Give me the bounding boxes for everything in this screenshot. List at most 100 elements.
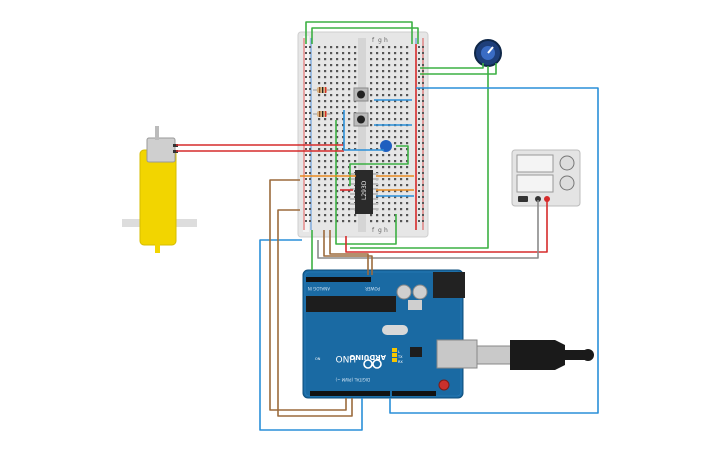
breadboard-hole <box>388 58 391 61</box>
breadboard-hole <box>406 136 409 139</box>
wire-brown[interactable] <box>277 209 353 417</box>
dc-gear-motor-icon[interactable] <box>122 126 197 253</box>
breadboard-hole <box>336 166 339 169</box>
breadboard-hole <box>342 94 345 97</box>
breadboard-hole <box>406 88 409 91</box>
wire-green[interactable] <box>349 145 409 186</box>
breadboard-hole <box>336 178 339 181</box>
breadboard-hole <box>348 52 351 55</box>
breadboard-hole <box>370 70 373 73</box>
wire-red[interactable] <box>345 200 548 253</box>
breadboard-hole <box>370 136 373 139</box>
breadboard-hole <box>348 46 351 49</box>
breadboard-hole <box>406 100 409 103</box>
breadboard-hole <box>324 106 327 109</box>
breadboard-hole <box>400 178 403 181</box>
wire-green[interactable] <box>420 63 484 69</box>
wire-green[interactable] <box>350 66 489 249</box>
wire-blue[interactable] <box>343 110 384 151</box>
potentiometer-icon[interactable] <box>474 39 502 67</box>
breadboard-hole <box>318 190 321 193</box>
breadboard-hole <box>394 166 397 169</box>
breadboard-hole <box>400 136 403 139</box>
breadboard-hole <box>394 172 397 175</box>
breadboard-hole <box>336 76 339 79</box>
breadboard-hole <box>376 196 379 199</box>
motor-driver-ic[interactable]: L293D <box>350 170 378 214</box>
arduino-uno-board[interactable]: ARDUINO UNO ANALOG IN POWER DIGITAL (PWM… <box>302 269 478 399</box>
capacitor-icon[interactable] <box>380 140 392 152</box>
rail-hole <box>422 202 424 204</box>
wire-brown[interactable] <box>323 230 373 275</box>
resistor-icon[interactable] <box>313 111 331 117</box>
breadboard-hole <box>394 118 397 121</box>
rail-hole <box>422 214 424 216</box>
breadboard-hole <box>394 58 397 61</box>
wire-green[interactable] <box>305 21 413 44</box>
breadboard-hole <box>388 196 391 199</box>
digital-pwm-label: DIGITAL (PWM ~) <box>335 377 370 382</box>
arduino-logo-text: ARDUINO <box>349 353 386 361</box>
breadboard-hole <box>354 106 357 109</box>
breadboard-hole <box>336 46 339 49</box>
breadboard-hole <box>406 70 409 73</box>
rail-hole <box>305 70 307 72</box>
breadboard-hole <box>400 46 403 49</box>
breadboard-hole <box>394 88 397 91</box>
breadboard[interactable]: f g h f g h <box>297 31 429 238</box>
breadboard-hole <box>394 64 397 67</box>
breadboard-hole <box>406 58 409 61</box>
rail-hole <box>305 172 307 174</box>
rail-hole <box>422 166 424 168</box>
rail-hole <box>309 106 311 108</box>
breadboard-hole <box>336 220 339 223</box>
breadboard-hole <box>388 100 391 103</box>
breadboard-hole <box>400 58 403 61</box>
breadboard-hole <box>382 154 385 157</box>
breadboard-hole <box>348 208 351 211</box>
breadboard-hole <box>400 52 403 55</box>
wire-green[interactable] <box>311 27 419 44</box>
pushbutton-icon[interactable] <box>353 112 369 127</box>
breadboard-hole <box>354 142 357 145</box>
breadboard-hole <box>318 220 321 223</box>
pushbutton-icon[interactable] <box>353 87 369 102</box>
breadboard-hole <box>394 76 397 79</box>
wire-blue[interactable] <box>259 239 363 431</box>
rail-hole <box>309 178 311 180</box>
wire-green[interactable] <box>335 120 397 245</box>
rail-hole <box>422 112 424 114</box>
breadboard-hole <box>382 118 385 121</box>
breadboard-hole <box>318 184 321 187</box>
rail-hole <box>309 52 311 54</box>
breadboard-hole <box>324 220 327 223</box>
rail-hole <box>309 214 311 216</box>
wire-green[interactable] <box>420 63 497 75</box>
breadboard-hole <box>324 124 327 127</box>
power-supply-icon[interactable] <box>511 149 581 207</box>
breadboard-hole <box>318 136 321 139</box>
breadboard-hole <box>348 70 351 73</box>
breadboard-hole <box>406 214 409 217</box>
rail-hole <box>305 190 307 192</box>
wire-blue[interactable] <box>389 87 599 414</box>
breadboard-hole <box>376 100 379 103</box>
rail-hole <box>418 64 420 66</box>
breadboard-hole <box>336 124 339 127</box>
breadboard-hole <box>376 142 379 145</box>
wire-brown[interactable] <box>329 230 369 275</box>
wire-brown[interactable] <box>269 179 347 411</box>
breadboard-hole <box>394 178 397 181</box>
breadboard-hole <box>382 76 385 79</box>
wire-gray[interactable] <box>317 200 539 259</box>
breadboard-hole <box>406 64 409 67</box>
rail-hole <box>418 196 420 198</box>
analog-in-label: ANALOG IN <box>308 286 330 291</box>
col-letter-g: g <box>378 37 382 44</box>
resistor-icon[interactable] <box>313 87 331 93</box>
rail-hole <box>309 154 311 156</box>
rail-hole <box>418 184 420 186</box>
breadboard-hole <box>336 148 339 151</box>
usb-cable-icon[interactable] <box>476 340 594 370</box>
